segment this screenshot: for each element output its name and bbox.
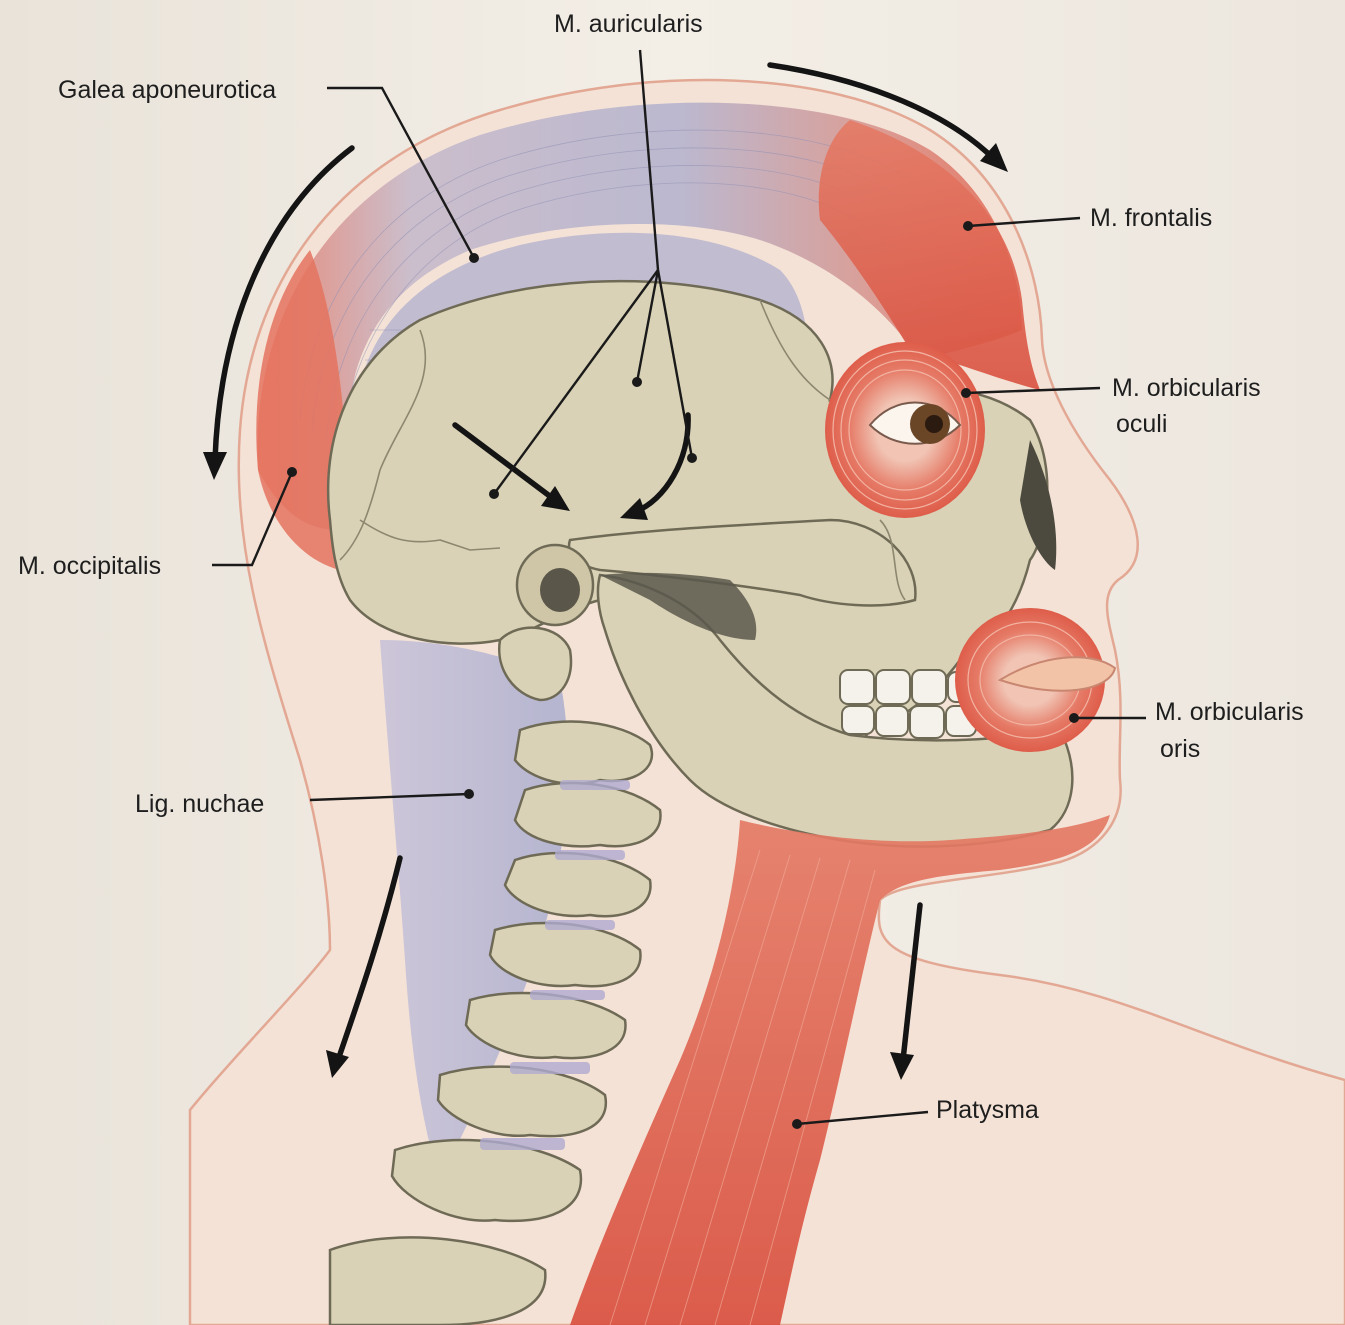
label-galea-aponeurotica: Galea aponeurotica [58, 76, 276, 104]
orbicularis-oculi-muscle [825, 342, 985, 518]
label-orbicularis-oculi-line2: oculi [1116, 410, 1167, 438]
label-occipitalis: M. occipitalis [18, 552, 161, 580]
label-platysma: Platysma [936, 1096, 1039, 1124]
label-orbicularis-oculi-line1: M. orbicularis [1112, 374, 1261, 402]
label-orbicularis-oris-line2: oris [1160, 735, 1200, 763]
ear-hole [540, 568, 580, 612]
label-auricularis: M. auricularis [554, 10, 703, 38]
label-lig-nuchae: Lig. nuchae [135, 790, 264, 818]
label-frontalis: M. frontalis [1090, 204, 1212, 232]
eye-pupil [925, 415, 943, 433]
label-orbicularis-oris-line1: M. orbicularis [1155, 698, 1304, 726]
